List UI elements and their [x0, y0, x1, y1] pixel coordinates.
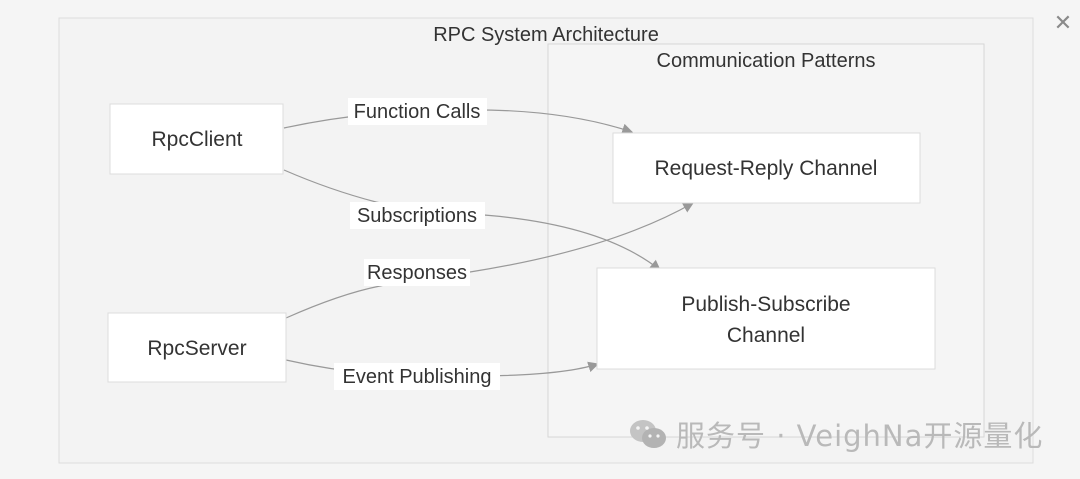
edge-label-responses: Responses [364, 259, 470, 286]
node-publish-subscribe-channel[interactable]: Publish-Subscribe Channel [596, 267, 936, 370]
node-rpc-client[interactable]: RpcClient [109, 103, 284, 175]
wechat-icon [628, 417, 668, 451]
communication-patterns-group [547, 43, 985, 438]
group-title: Communication Patterns [657, 50, 876, 72]
svg-text:Responses: Responses [367, 262, 467, 284]
watermark: 服务号 · VeighNa开源量化 [628, 414, 1043, 454]
edge-label-function-calls: Function Calls [348, 98, 487, 125]
svg-text:Event Publishing: Event Publishing [343, 366, 492, 388]
node-rpc-server[interactable]: RpcServer [107, 312, 287, 383]
svg-text:Request-Reply Channel: Request-Reply Channel [655, 157, 878, 180]
watermark-text: 服务号 · VeighNa开源量化 [676, 419, 1044, 453]
edge-label-event-publishing: Event Publishing [334, 363, 500, 390]
diagram-title: RPC System Architecture [433, 24, 659, 46]
svg-text:RpcServer: RpcServer [147, 337, 246, 360]
svg-text:Publish-Subscribe: Publish-Subscribe [681, 293, 850, 316]
node-request-reply-channel[interactable]: Request-Reply Channel [612, 132, 921, 204]
svg-text:Function Calls: Function Calls [354, 101, 481, 123]
close-icon[interactable]: ✕ [1053, 10, 1073, 35]
svg-text:RpcClient: RpcClient [151, 128, 242, 151]
svg-text:Channel: Channel [727, 324, 805, 347]
svg-text:Subscriptions: Subscriptions [357, 205, 477, 227]
edge-label-subscriptions: Subscriptions [350, 202, 485, 229]
